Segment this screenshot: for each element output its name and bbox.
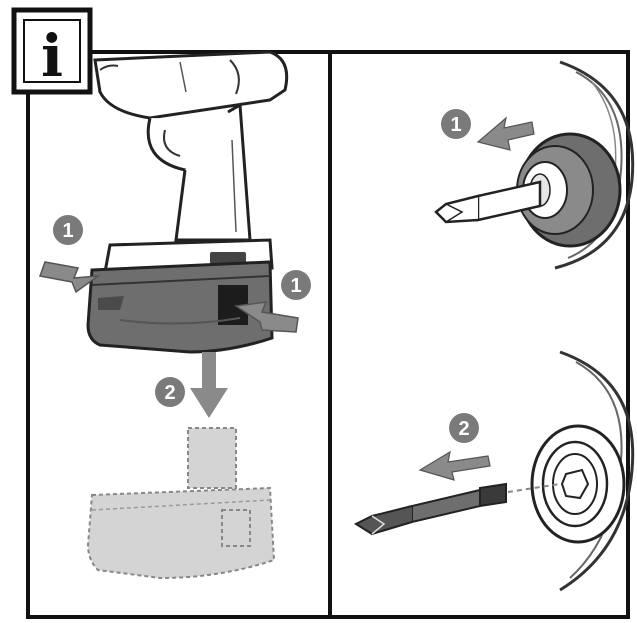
step-badge-press-left: 1 bbox=[53, 215, 83, 245]
info-icon: i bbox=[41, 22, 63, 90]
press-arrow-left bbox=[38, 261, 101, 294]
press-arrow-right bbox=[233, 301, 299, 333]
pull-arrow bbox=[476, 116, 535, 151]
svg-text:1: 1 bbox=[450, 114, 461, 136]
svg-text:2: 2 bbox=[458, 418, 469, 440]
down-arrow bbox=[190, 352, 228, 418]
svg-text:1: 1 bbox=[62, 220, 73, 242]
drill-illustration bbox=[86, 50, 289, 354]
removed-bit bbox=[353, 482, 561, 536]
chuck-socket-illustration bbox=[530, 350, 635, 592]
removed-battery-outline bbox=[86, 427, 276, 580]
step-badge-pull-sleeve: 1 bbox=[441, 109, 471, 139]
step-badge-remove-bit: 2 bbox=[449, 413, 479, 443]
step-badge-press-right: 1 bbox=[281, 270, 311, 300]
svg-text:1: 1 bbox=[290, 275, 301, 297]
bit-in-chuck bbox=[434, 180, 542, 224]
remove-arrow bbox=[418, 450, 491, 481]
info-badge: i bbox=[11, 7, 93, 95]
svg-text:2: 2 bbox=[164, 382, 175, 404]
diagram-frame bbox=[26, 50, 630, 619]
chuck-sleeve-illustration bbox=[516, 60, 635, 270]
step-badge-remove-battery: 2 bbox=[155, 377, 185, 407]
